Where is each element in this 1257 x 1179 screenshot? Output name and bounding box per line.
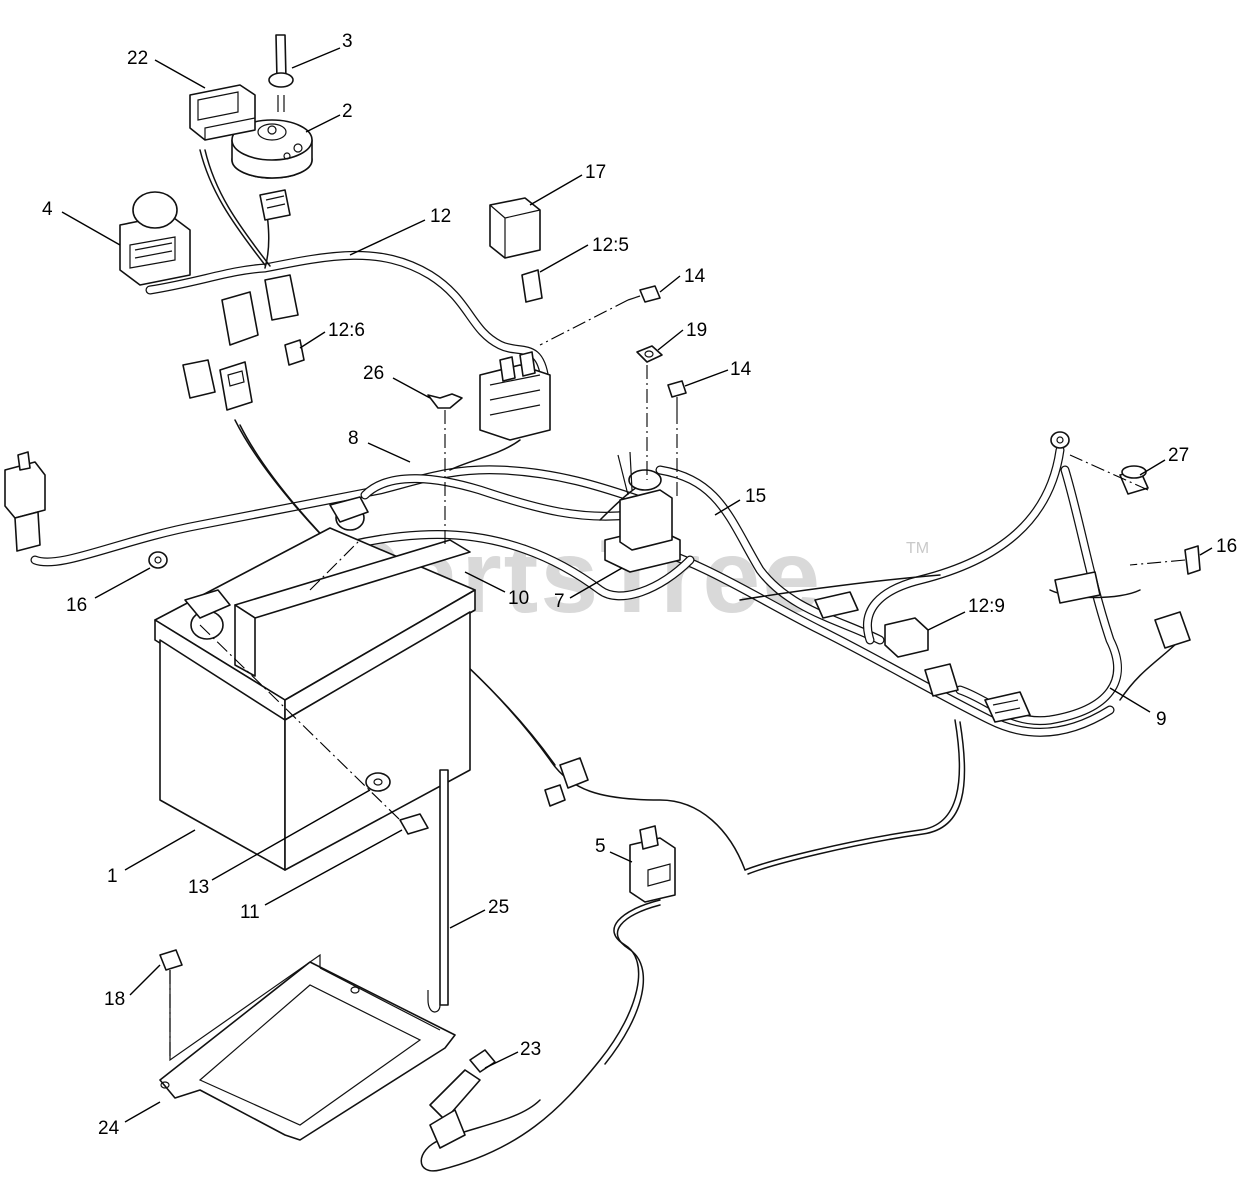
thin-wire-right: [744, 719, 961, 871]
callout-labels: 22 3 2 4 12 17 12:5 14 12:6 19 14 26 8 1…: [42, 31, 1237, 1139]
bolt-part-27: [1119, 465, 1149, 495]
inline-sensor: [544, 757, 589, 807]
callout-12-5: 12:5: [592, 235, 629, 256]
cable-9-a: [862, 445, 1065, 645]
wing-nut-part-26: [427, 393, 463, 409]
seat-switch-connector: [4, 451, 46, 552]
callout-15: 15: [745, 486, 766, 507]
callout-5: 5: [595, 836, 606, 857]
callout-24: 24: [98, 1118, 120, 1139]
relay-part-17: [489, 197, 541, 259]
harness-12-bundle: [145, 250, 550, 385]
battery-side-face: [284, 611, 471, 871]
pto-switch-part-4: [119, 191, 191, 286]
fuse-12-5: [521, 269, 543, 303]
callout-10: 10: [508, 588, 529, 609]
nut-part-19: [636, 345, 663, 363]
leader-lines: [61, 47, 1213, 1123]
hour-meter-part-22: [189, 84, 256, 141]
clip-part-16-right: [1184, 545, 1201, 575]
callout-2: 2: [342, 101, 353, 122]
fuse-block: [479, 351, 551, 441]
connector-12-9: [814, 591, 929, 658]
callout-4: 4: [42, 199, 53, 220]
callout-16-left: 16: [66, 595, 87, 616]
bolt-part-14-lower: [667, 380, 687, 410]
callout-26: 26: [363, 363, 384, 384]
bolt-part-14-upper: [627, 285, 661, 303]
callout-22: 22: [127, 48, 148, 69]
battery-tray-part-24: [159, 953, 456, 1141]
switch-part-23: [429, 1049, 496, 1149]
callout-27: 27: [1168, 445, 1189, 466]
wire-22-lead: [199, 149, 266, 266]
right-connectors: [924, 571, 1191, 723]
rod-part-25: [427, 769, 449, 1013]
bolt-part-11: [399, 813, 429, 835]
ignition-switch-part-2: [231, 119, 313, 179]
ring-terminal-9: [1050, 431, 1070, 449]
callout-7: 7: [554, 591, 565, 612]
fuse-12-6: [284, 339, 305, 366]
callout-18: 18: [104, 989, 125, 1010]
callout-9: 9: [1156, 709, 1167, 730]
callout-3: 3: [342, 31, 353, 52]
switch-part-5: [629, 825, 676, 903]
callout-12-6: 12:6: [328, 320, 365, 341]
callout-12: 12: [430, 206, 451, 227]
callout-17: 17: [585, 162, 606, 183]
ignition-key-part-3: [268, 34, 294, 112]
callout-16-right: 16: [1216, 536, 1237, 557]
callout-11: 11: [240, 902, 260, 923]
callout-12-9: 12:9: [968, 596, 1005, 617]
main-wire-harness: [30, 149, 1181, 1172]
battery-part-1: [154, 496, 476, 871]
callout-14-lower: 14: [730, 359, 752, 380]
watermark-trademark: TM: [906, 540, 929, 557]
solenoid-part-7: [604, 451, 681, 573]
alignment-lines: [169, 299, 1186, 1060]
callout-23: 23: [520, 1039, 541, 1060]
tray-body: [159, 961, 456, 1141]
callout-1: 1: [107, 866, 118, 887]
washer-part-16-left: [148, 551, 168, 569]
washer-part-13: [365, 772, 391, 792]
callout-25: 25: [488, 897, 509, 918]
callout-13: 13: [188, 877, 209, 898]
callout-19: 19: [686, 320, 707, 341]
callout-8: 8: [348, 428, 359, 449]
harness-12-connectors: [182, 189, 299, 411]
callout-14-upper: 14: [684, 266, 706, 287]
thin-wire-ground: [1119, 639, 1181, 701]
bolt-part-18: [159, 949, 183, 1040]
